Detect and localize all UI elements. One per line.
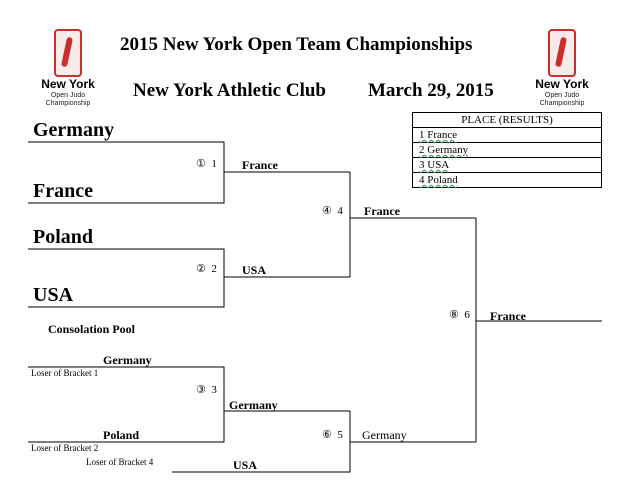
team-usa: USA [33,284,74,306]
place-row-text: 2 Germany [419,144,469,156]
place-row: 1 France [412,127,602,143]
logo-subtitle-line1: Open Judo [50,92,86,99]
consolation-team-2-note: Loser of Bracket 2 [31,443,99,453]
match-4-winner: France [364,204,400,218]
event-date: March 29, 2015 [368,80,494,101]
logo-subtitle: Open Judo Championship [33,92,103,108]
match-num: 2 [211,263,217,275]
match-symbol: ① [196,158,206,170]
logo-subtitle: Open Judo Championship [527,92,597,108]
match-num: 3 [211,384,217,396]
match-symbol: ② [196,263,206,275]
match-4-number: ④ 4 [322,204,343,217]
place-row-text: 1 France [419,129,458,141]
match-1-winner: France [242,158,278,172]
match-3-number: ③ 3 [196,383,217,396]
consolation-team-2: Poland [103,428,140,442]
logo-subtitle-line1: Open Judo [544,92,580,99]
bracket-5-line [172,411,351,473]
bracket-2-line [28,248,225,308]
place-row-text: 3 USA [419,159,450,171]
logo-subtitle-line2: Championship [539,100,585,107]
team-france: France [33,180,93,202]
place-row: 4 Poland [412,172,602,188]
match-num: 5 [337,429,343,441]
team-poland: Poland [33,226,94,248]
consolation-team-3: USA [233,458,258,472]
ny-open-judo-logo-right: New York Open Judo Championship [527,26,597,108]
consolation-team-1: Germany [103,353,152,367]
consolation-team-3-note: Loser of Bracket 4 [86,457,154,467]
logo-subtitle-line2: Championship [45,100,91,107]
match-5-winner: Germany [362,428,407,442]
page-title: 2015 New York Open Team Championships [120,34,473,55]
bracket-3-line [28,366,225,443]
match-num: 4 [337,205,343,217]
match-3-winner: Germany [229,398,278,412]
place-table-header: PLACE (RESULTS) [412,112,602,128]
match-6-number: ⑧ 6 [449,308,470,321]
match-2-number: ② 2 [196,262,217,275]
match-symbol: ⑥ [322,429,332,441]
team-germany: Germany [33,119,115,141]
match-num: 1 [211,158,217,170]
logo-name: New York [41,77,95,91]
place-row-text: 4 Poland [419,174,458,186]
match-2-winner: USA [242,263,267,277]
logo-name: New York [535,77,589,91]
match-symbol: ④ [322,205,332,217]
match-symbol: ⑧ [449,309,459,321]
final-winner: France [490,309,526,323]
judo-emblem-icon [548,29,576,77]
judo-emblem-icon [54,29,82,77]
consolation-team-1-note: Loser of Bracket 1 [31,368,99,378]
consolation-title: Consolation Pool [48,322,136,336]
ny-open-judo-logo-left: New York Open Judo Championship [33,26,103,108]
match-1-number: ① 1 [196,157,217,170]
place-results-table: PLACE (RESULTS) 1 France 2 Germany 3 USA… [412,112,602,188]
match-symbol: ③ [196,384,206,396]
match-5-number: ⑥ 5 [322,428,343,441]
venue: New York Athletic Club [133,80,326,101]
match-num: 6 [464,309,470,321]
